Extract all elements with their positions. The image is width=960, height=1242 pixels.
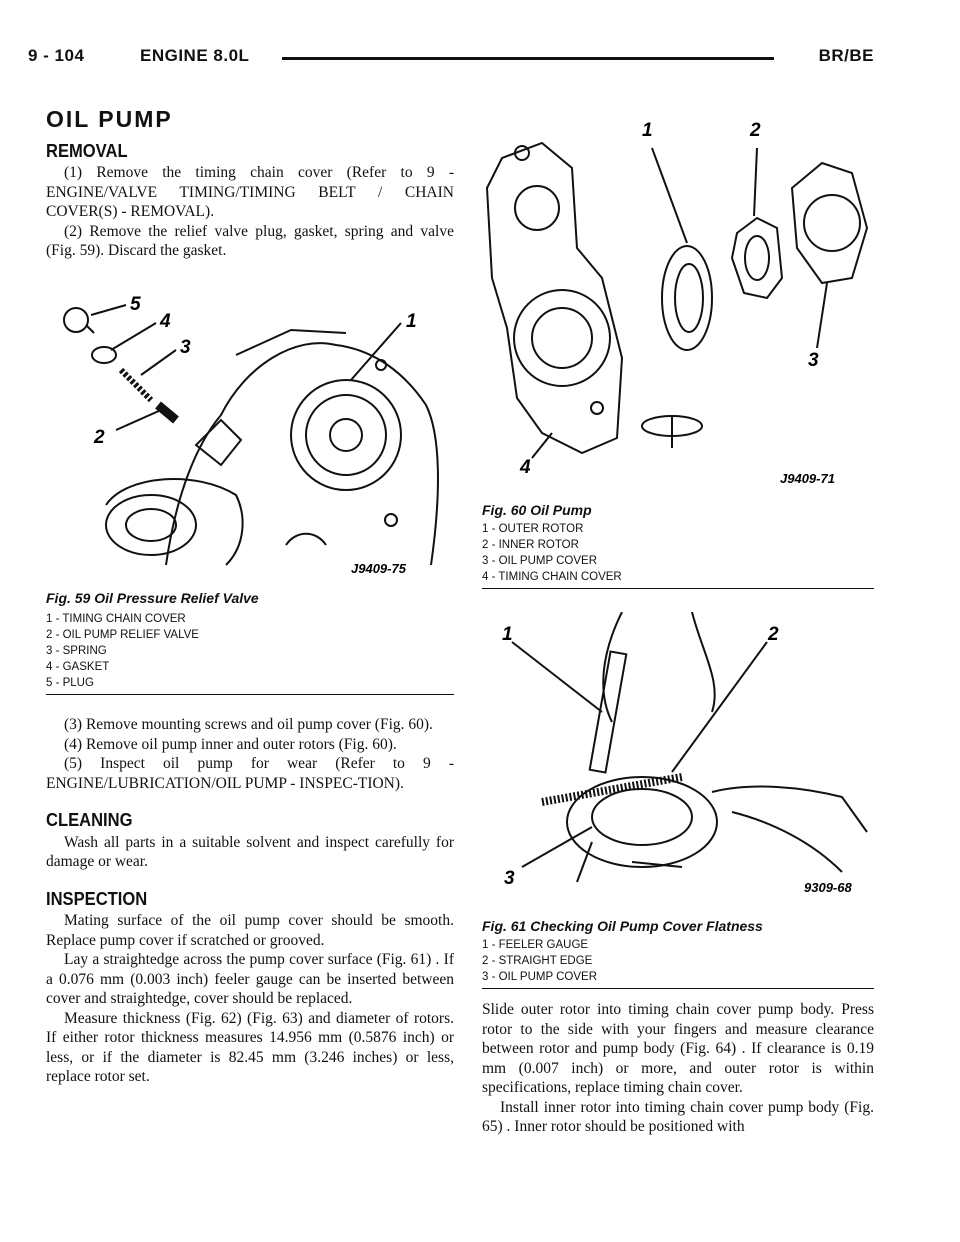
legend-item: 2 - STRAIGHT EDGE (482, 955, 593, 967)
legend-item: 1 - FEELER GAUGE (482, 939, 589, 951)
removal-step-2: (2) Remove the relief valve plug, gasket… (46, 222, 454, 260)
cleaning-heading: CLEANING (46, 810, 133, 830)
figure-code: 9309-68 (804, 880, 852, 895)
removal-step-3: (3) Remove mounting screws and oil pump … (64, 716, 433, 733)
figure-caption: Fig. 59 Oil Pressure Relief Valve (46, 590, 259, 606)
removal-step-5: (5) Inspect oil pump for wear (Refer to … (46, 755, 454, 792)
figure-code: J9409-75 (351, 561, 407, 576)
callout-4: 4 (519, 457, 531, 478)
legend-item: 3 - OIL PUMP COVER (482, 971, 598, 983)
page-header: 9 - 104 ENGINE 8.0L BR/BE (28, 44, 874, 78)
figure-legend: 1 - OUTER ROTOR 2 - INNER ROTOR 3 - OIL … (482, 521, 874, 585)
figure-60: 1 2 3 4 J9409-71 Fig. 60 Oil Pump 1 - OU… (482, 108, 874, 589)
callout-1: 1 (406, 311, 417, 332)
inspection-text-1: Mating surface of the oil pump cover sho… (46, 912, 454, 949)
legend-item: 4 - GASKET (46, 661, 110, 673)
callout-1: 1 (642, 120, 653, 141)
relief-valve-illustration: 5 4 3 1 2 J9409-75 (63, 294, 439, 576)
left-column-bottom: (3) Remove mounting screws and oil pump … (46, 715, 454, 1087)
legend-item: 1 - TIMING CHAIN COVER (46, 613, 186, 625)
inspection-text-2: Lay a straightedge across the pump cover… (46, 951, 454, 1007)
right-column-text: Slide outer rotor into timing chain cove… (482, 1000, 874, 1137)
legend-item: 3 - OIL PUMP COVER (482, 555, 598, 567)
figure-61: 1 2 3 9309-68 Fig. 61 Checking Oil Pump … (482, 611, 874, 989)
figure-rule (46, 694, 454, 695)
figure-code: J9409-71 (780, 471, 835, 486)
callout-2: 2 (93, 427, 105, 448)
figure-59: 5 4 3 1 2 J9409-75 Fig. 59 Oil Pressure … (46, 294, 454, 695)
legend-item: 2 - OIL PUMP RELIEF VALVE (46, 629, 199, 641)
figure-rule (482, 588, 874, 589)
removal-step-1: (1) Remove the timing chain cover (Refer… (46, 164, 454, 220)
figure-caption: Fig. 61 Checking Oil Pump Cover Flatness (482, 918, 763, 934)
legend-item: 3 - SPRING (46, 645, 107, 657)
callout-5: 5 (130, 295, 141, 315)
inspection-text-3: Measure thickness (Fig. 62) (Fig. 63) an… (46, 1009, 454, 1086)
header-rule (282, 57, 774, 60)
legend-item: 1 - OUTER ROTOR (482, 523, 584, 535)
model-code: BR/BE (818, 46, 874, 65)
figure-caption: Fig. 60 Oil Pump (482, 502, 592, 518)
legend-item: 2 - INNER ROTOR (482, 539, 579, 551)
cleaning-text: Wash all parts in a suitable solvent and… (46, 833, 454, 871)
section-title: OIL PUMP (46, 106, 173, 132)
callout-3: 3 (808, 350, 819, 371)
right-text-2: Install inner rotor into timing chain co… (482, 1098, 874, 1136)
callout-2: 2 (749, 120, 761, 141)
callout-3: 3 (504, 868, 515, 889)
figure-legend: 1 - TIMING CHAIN COVER 2 - OIL PUMP RELI… (46, 611, 454, 691)
callout-4: 4 (159, 311, 171, 332)
page-number: 9 - 104 (28, 46, 85, 65)
left-column-top: OIL PUMP REMOVAL (1) Remove the timing c… (46, 106, 454, 261)
callout-3: 3 (180, 337, 191, 358)
inspection-heading: INSPECTION (46, 888, 148, 909)
right-text-1: Slide outer rotor into timing chain cove… (482, 1001, 874, 1096)
callout-1: 1 (502, 624, 513, 645)
figure-legend: 1 - FEELER GAUGE 2 - STRAIGHT EDGE 3 - O… (482, 937, 874, 985)
oil-pump-illustration: 1 2 3 4 J9409-71 (485, 120, 869, 486)
callout-2: 2 (767, 624, 779, 645)
chapter-title: ENGINE 8.0L (140, 46, 250, 65)
removal-heading: REMOVAL (46, 140, 128, 161)
legend-item: 5 - PLUG (46, 677, 94, 689)
removal-step-4: (4) Remove oil pump inner and outer roto… (64, 735, 397, 753)
figure-rule (482, 988, 874, 989)
legend-item: 4 - TIMING CHAIN COVER (482, 571, 622, 583)
cover-flatness-illustration: 1 2 3 9309-68 (502, 611, 868, 895)
